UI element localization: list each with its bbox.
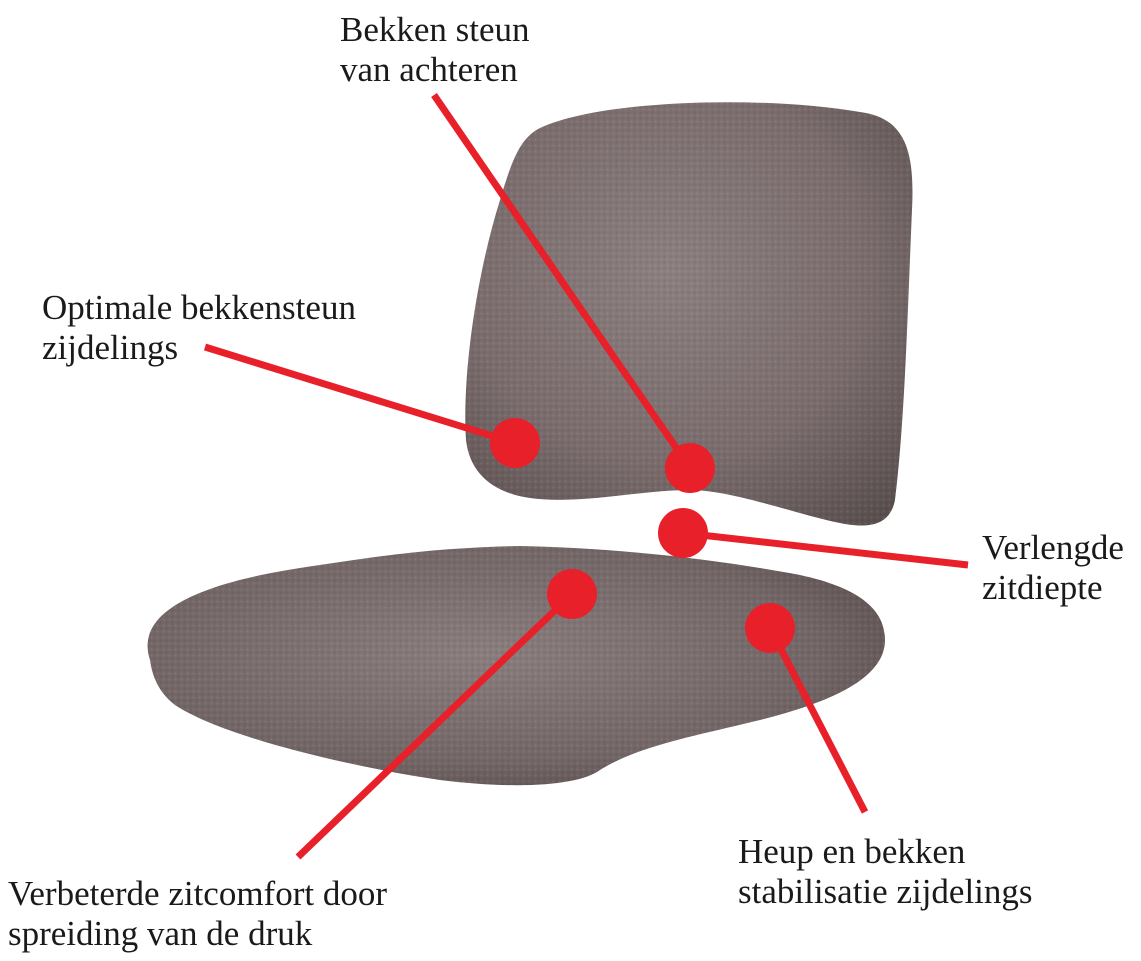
label-hip-stabilization: Heup en bekken stabilisatie zijdelings	[738, 832, 1033, 912]
callout-dot-pressure	[547, 569, 597, 619]
label-line: Heup en bekken	[738, 832, 1033, 872]
label-pressure-distribution: Verbeterde zitcomfort door spreiding van…	[8, 874, 387, 954]
label-pelvic-side-support: Optimale bekkensteun zijdelings	[42, 288, 356, 368]
label-pelvic-back-support: Bekken steun van achteren	[340, 10, 530, 90]
label-line: zitdiepte	[982, 568, 1124, 608]
label-line: Optimale bekkensteun	[42, 288, 356, 328]
label-line: Verbeterde zitcomfort door	[8, 874, 387, 914]
label-line: Verlengde	[982, 528, 1124, 568]
callout-dot-hip-stabilization	[745, 603, 795, 653]
label-line: zijdelings	[42, 328, 356, 368]
callout-dot-seat-depth	[658, 508, 708, 558]
callout-line-seat-depth	[683, 533, 968, 565]
callout-dot-pelvic-side	[490, 418, 540, 468]
seat-cushion	[148, 546, 885, 785]
label-seat-depth: Verlengde zitdiepte	[982, 528, 1124, 608]
label-line: van achteren	[340, 50, 530, 90]
callout-dot-pelvic-back	[665, 443, 715, 493]
label-line: spreiding van de druk	[8, 914, 387, 954]
label-line: Bekken steun	[340, 10, 530, 50]
label-line: stabilisatie zijdelings	[738, 872, 1033, 912]
